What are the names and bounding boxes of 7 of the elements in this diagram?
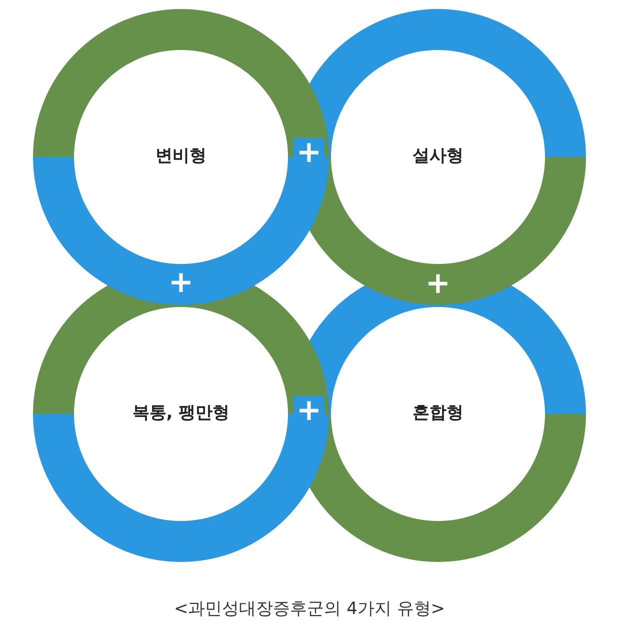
caption: <과민성대장증후군의 4가지 유형> [174, 598, 446, 621]
ring-label: 변비형 [156, 145, 206, 168]
ring-label: 혼합형 [412, 402, 464, 426]
plus-sign: + [424, 269, 452, 299]
ring-label: 설사형 [412, 145, 464, 168]
ring-label: 복통, 팽만형 [132, 402, 230, 426]
plus-sign: + [167, 268, 195, 298]
